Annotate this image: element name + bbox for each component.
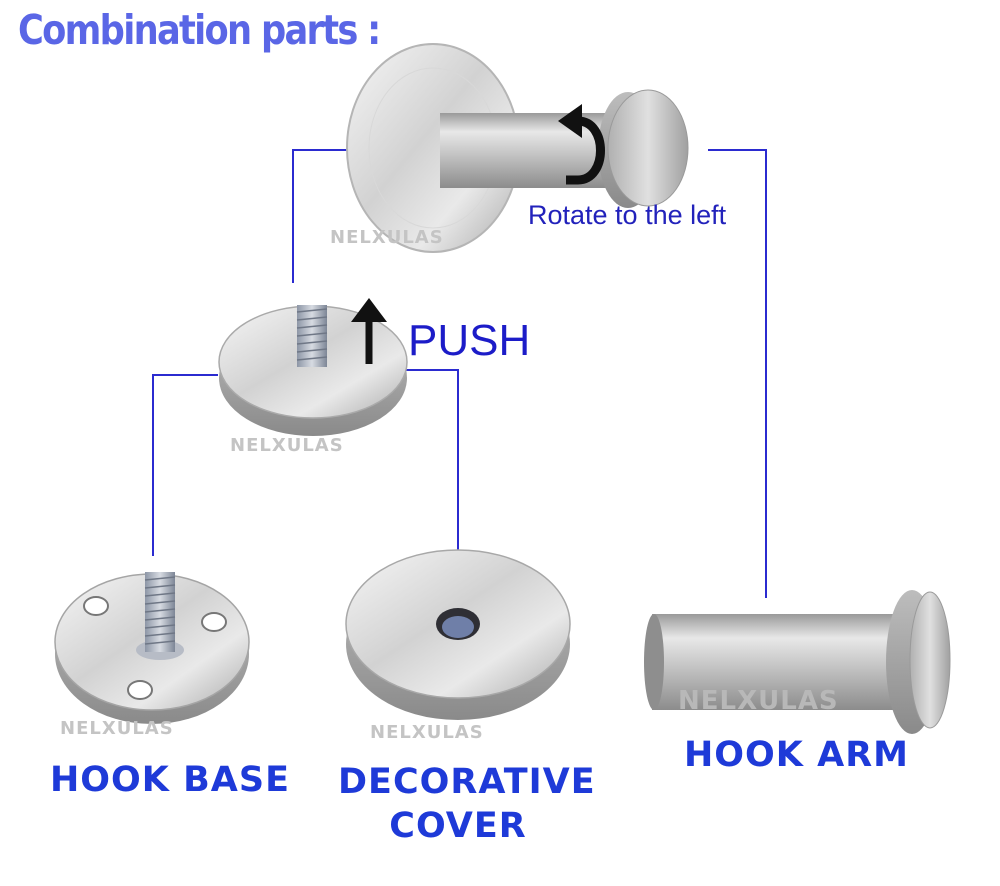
push-instruction: PUSH [408,316,531,365]
hook-base-with-cover-image [218,305,408,436]
watermark-middle: NELXULAS [230,435,344,456]
decorative-cover-label-line1: DECORATIVE [338,762,596,802]
hook-base-image [54,572,250,724]
line-top-to-arm [708,149,767,598]
line-middle-to-base [152,374,218,556]
line-middle-to-cover [406,369,459,550]
hook-arm-label: HOOK ARM [684,735,909,775]
hook-base-label: HOOK BASE [50,760,290,800]
decorative-cover-label-line2: COVER [389,806,527,846]
watermark-cover: NELXULAS [370,722,484,743]
watermark-base: NELXULAS [60,718,174,739]
line-top-to-middle [292,149,362,283]
watermark-assembled: NELXULAS [330,227,444,248]
rotate-instruction: Rotate to the left [528,200,727,230]
decorative-cover-image [345,549,571,720]
connector-lines [152,149,767,598]
diagram-title: Combination parts : [18,6,381,54]
hook-arm-image [644,590,951,734]
push-up-arrow-icon [351,298,387,364]
rotate-left-arrow-icon [558,104,605,185]
watermark-arm: NELXULAS [678,686,839,716]
